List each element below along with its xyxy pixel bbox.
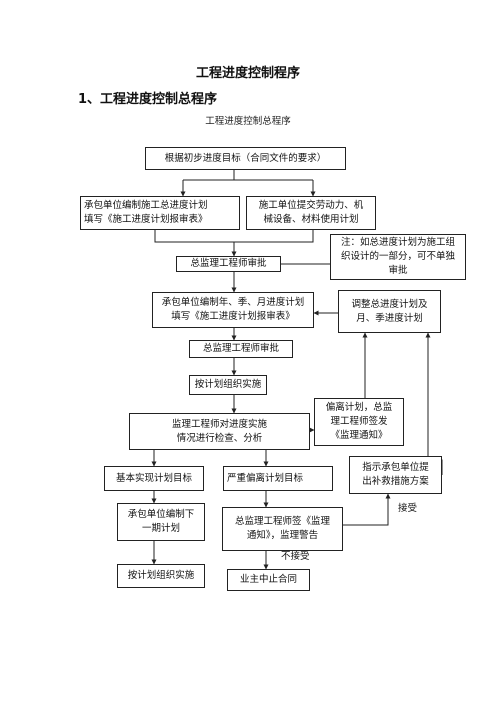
arrow-remedial-to-adjust <box>425 332 443 475</box>
box-adjust-plan: 调整总进度计划及 月、季进度计划 <box>338 290 441 333</box>
connector-merge-bar <box>154 228 314 243</box>
box-note: 注：如总进度计划为施工组 织设计的一部分，可不单独 审批 <box>330 234 466 280</box>
box-resource-plan: 施工单位提交劳动力、机 械设备、材料使用计划 <box>246 196 376 230</box>
box-remedial-measures: 指示承包单位提 出补救措施方案 <box>349 456 442 494</box>
diagram-title: 工程进度控制总程序 <box>205 116 291 127</box>
box-chief-approval-1: 总监理工程师审批 <box>176 256 281 272</box>
box-organize-implementation-1: 按计划组织实施 <box>189 375 267 395</box>
box-inspection-analysis: 监理工程师对进度实施 情况进行检查、分析 <box>129 413 310 450</box>
box-serious-deviation: 严重偏离计划目标 <box>223 466 333 491</box>
box-deviation-notice: 偏离计划，总监 理工程师签发 《监理通知》 <box>314 398 404 446</box>
box-contractor-master-plan: 承包单位编制施工总进度计划 填写《施工进度计划报审表》 <box>80 196 240 230</box>
box-terminate-contract: 业主中止合同 <box>227 569 310 591</box>
label-not-accept: 不接受 <box>281 551 310 562</box>
box-chief-warning: 总监理工程师签《监理 通知》，监理警告 <box>222 507 343 551</box>
box-organize-implementation-2: 按计划组织实施 <box>117 564 205 588</box>
section-heading: 1、工程进度控制总程序 <box>78 92 218 107</box>
box-next-period-plan: 承包单位编制下 一期计划 <box>117 503 205 541</box>
box-basic-target: 基本实现计划目标 <box>104 466 204 491</box>
box-contractor-periodic-plan: 承包单位编制年、季、月进度计划 填写《施工进度计划报审表》 <box>152 292 314 328</box>
label-accept: 接受 <box>398 503 418 514</box>
box-chief-approval-2: 总监理工程师审批 <box>189 340 293 358</box>
box-initial-target: 根据初步进度目标（合同文件的要求） <box>145 147 346 170</box>
page-title: 工程进度控制程序 <box>195 66 300 81</box>
arrow-accept-to-remedial <box>343 493 391 526</box>
